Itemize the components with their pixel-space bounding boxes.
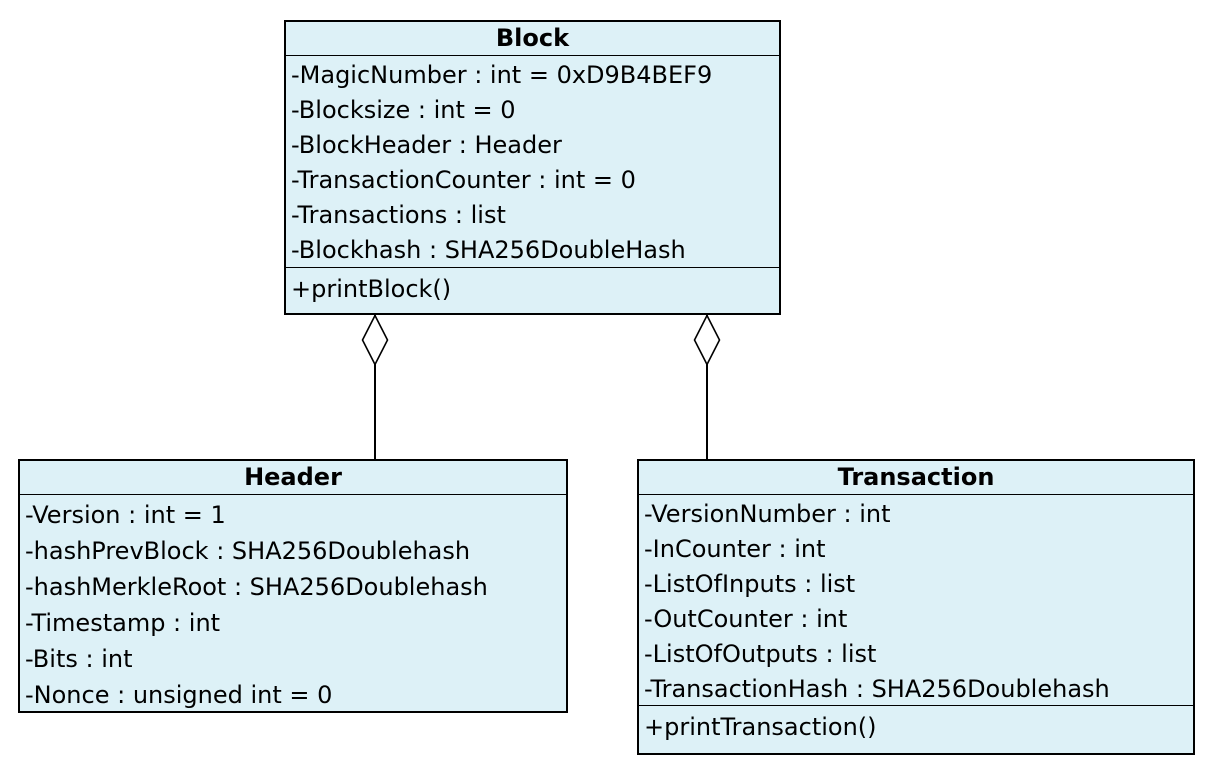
- attribute-row: -Timestamp : int: [25, 609, 221, 637]
- aggregation-line-block-transaction: [706, 314, 708, 460]
- attribute-row: -MagicNumber : int = 0xD9B4BEF9: [291, 61, 713, 89]
- attribute-row: -TransactionHash : SHA256Doublehash: [644, 675, 1110, 703]
- class-title-transaction: Transaction: [639, 461, 1193, 495]
- class-attributes-block: -MagicNumber : int = 0xD9B4BEF9 -Blocksi…: [286, 56, 779, 267]
- attribute-row: -hashPrevBlock : SHA256Doublehash: [25, 537, 471, 565]
- aggregation-diamond-icon: [361, 314, 389, 366]
- attribute-row: -Version : int = 1: [25, 501, 226, 529]
- attribute-row: -hashMerkleRoot : SHA256Doublehash: [25, 573, 488, 601]
- class-attributes-transaction: -VersionNumber : int -InCounter : int -L…: [639, 495, 1193, 705]
- attribute-row: -Blockhash : SHA256DoubleHash: [291, 236, 686, 264]
- attribute-row: -Transactions : list: [291, 201, 506, 229]
- attribute-row: -TransactionCounter : int = 0: [291, 166, 636, 194]
- class-title-header: Header: [20, 461, 566, 495]
- attribute-row: -ListOfInputs : list: [644, 570, 856, 598]
- class-methods-block: +printBlock(): [286, 267, 779, 313]
- attribute-row: -VersionNumber : int: [644, 500, 891, 528]
- aggregation-line-block-header: [374, 314, 376, 460]
- attribute-row: -BlockHeader : Header: [291, 131, 562, 159]
- aggregation-diamond-icon: [693, 314, 721, 366]
- attribute-row: -Blocksize : int = 0: [291, 96, 516, 124]
- class-title-block: Block: [286, 22, 779, 56]
- method-row: +printTransaction(): [644, 713, 877, 741]
- attribute-row: -InCounter : int: [644, 535, 826, 563]
- attribute-row: -Bits : int: [25, 645, 133, 673]
- class-methods-transaction: +printTransaction(): [639, 705, 1193, 753]
- class-box-header: Header -Version : int = 1 -hashPrevBlock…: [18, 459, 568, 713]
- attribute-row: -Nonce : unsigned int = 0: [25, 681, 333, 709]
- attribute-row: -ListOfOutputs : list: [644, 640, 877, 668]
- class-box-block: Block -MagicNumber : int = 0xD9B4BEF9 -B…: [284, 20, 781, 315]
- class-box-transaction: Transaction -VersionNumber : int -InCoun…: [637, 459, 1195, 755]
- method-row: +printBlock(): [291, 275, 452, 303]
- class-attributes-header: -Version : int = 1 -hashPrevBlock : SHA2…: [20, 495, 566, 711]
- attribute-row: -OutCounter : int: [644, 605, 848, 633]
